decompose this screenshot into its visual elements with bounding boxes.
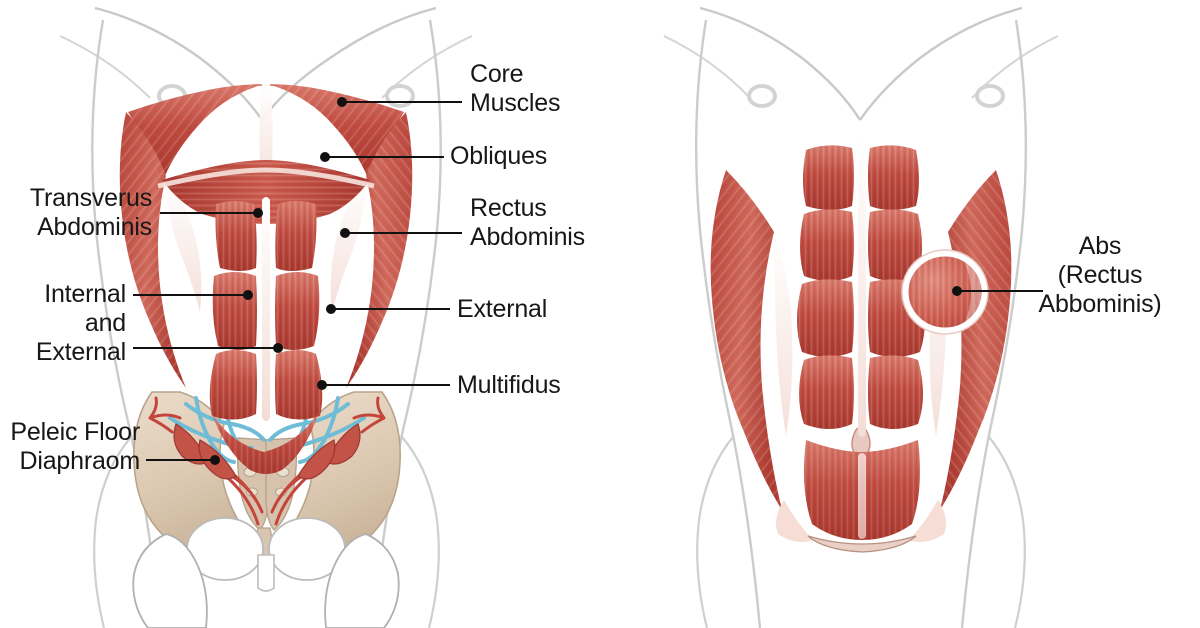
nipple-marker-right: [385, 84, 415, 108]
abs-highlight-group: [901, 249, 989, 335]
right-body-outline: [663, 6, 1059, 628]
pelvis-bones: [132, 391, 401, 628]
core-muscles-leader-dot: [337, 97, 347, 107]
label-multifidus: Multifidus: [457, 371, 561, 399]
nipple-marker-left-2: [747, 84, 777, 108]
label-external: External: [457, 295, 548, 323]
multifidus-leader-dot: [317, 380, 327, 390]
external-left-leader-dot: [273, 343, 283, 353]
label-abs-rectus-abbominis: Abs (Rectus Abbominis): [1038, 232, 1162, 318]
label-peleic-floor-diaphraom: Peleic Floor Diaphraom: [10, 418, 140, 475]
pelvic-floor-leader-dot: [210, 455, 220, 465]
internal-leader-dot: [243, 290, 253, 300]
label-obliques: Obliques: [450, 142, 548, 170]
abs-leader-dot: [952, 286, 962, 296]
femur-head-left: [132, 533, 208, 628]
abs-highlight-circle: [901, 249, 989, 335]
right-abs-musculature: [710, 139, 1012, 553]
label-core-muscles: Core Muscles: [470, 60, 561, 117]
left-body-outline: [59, 6, 473, 628]
label-internal-and-external: Internal and External: [35, 280, 126, 366]
rectus-abdominis-leader-dot: [340, 228, 350, 238]
leader-lines: [133, 97, 1043, 465]
external-leader-dot: [326, 304, 336, 314]
pelvic-floor-structures: [148, 396, 386, 526]
nipple-marker-right-2: [975, 84, 1005, 108]
transverus-abdominis-leader-dot: [253, 208, 263, 218]
obliques-leader-dot: [320, 152, 330, 162]
label-transverus-abdominis: Transverus Abdominis: [29, 184, 152, 241]
label-rectus-abdominis: Rectus Abdominis: [470, 194, 585, 251]
femur-head-right: [324, 533, 400, 628]
left-core-musculature: [119, 84, 413, 474]
